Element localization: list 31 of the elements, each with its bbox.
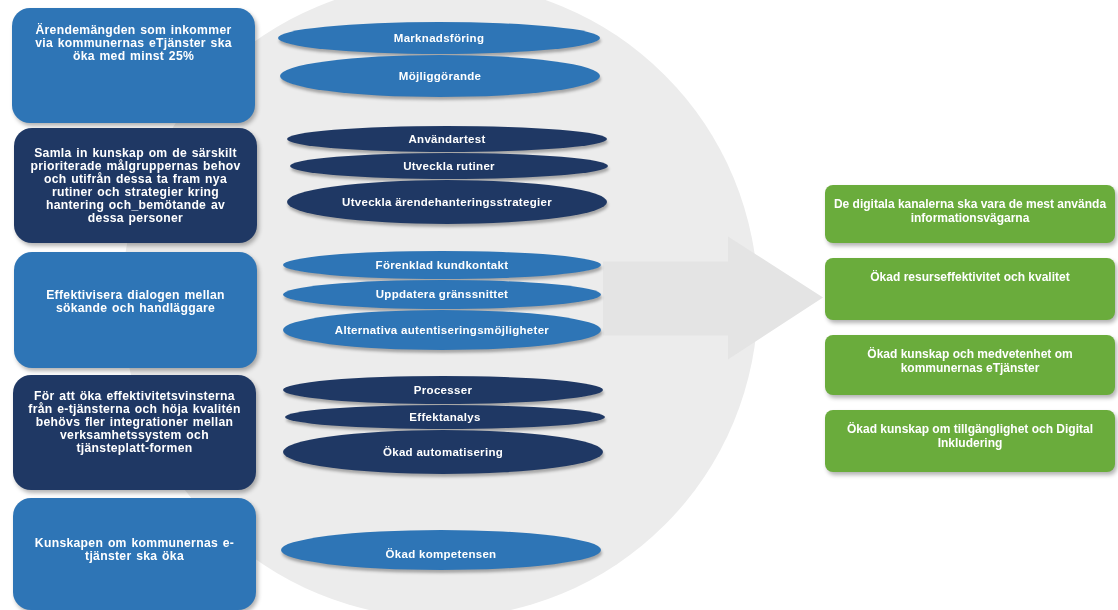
goal-card bbox=[14, 252, 257, 368]
activity-text: Ökad kompetensen bbox=[385, 547, 497, 561]
result-text: De digitala kanalerna ska vara de mest använda informationsvägarna bbox=[832, 197, 1108, 225]
result-text: Ökad kunskap om tillgänglighet och Digital Inkludering bbox=[846, 422, 1094, 450]
activity-text: Förenklad kundkontakt bbox=[375, 258, 509, 272]
activity-text: Effektanalys bbox=[409, 410, 481, 424]
activity-text: Ökad automatisering bbox=[382, 445, 504, 459]
goal-text: Effektivisera dialogen mellan sökande och handläggare bbox=[45, 289, 226, 315]
activity-text: Användartest bbox=[408, 132, 486, 146]
goal-card bbox=[13, 498, 256, 610]
activity-text: Utveckla rutiner bbox=[403, 159, 495, 173]
result-card bbox=[825, 410, 1115, 472]
activity-text: Alternativa autentiseringsmöjligheter bbox=[334, 323, 550, 337]
goal-text: Samla in kunskap om de särskilt prioriterade målgruppernas behov och utifrån dessa ta fram nya rutiner och strategier kring hantering och_bemötande av dessa personer bbox=[29, 146, 242, 225]
goal-text: För att öka effektivitetsvinsterna från e-tjänsterna och höja kvalitén behövs fler integrationer mellan verksamhetssystem och tjänsteplatt-formen bbox=[27, 390, 242, 455]
activity-text: Möjliggörande bbox=[398, 69, 482, 83]
goal-text: Ärendemängden som inkommer via kommunernas eTjänster ska öka med minst 25% bbox=[34, 24, 233, 63]
result-card bbox=[825, 335, 1115, 395]
result-text: Ökad resurseffektivitet och kvalitet bbox=[870, 270, 1070, 284]
goal-card bbox=[14, 128, 257, 243]
block-arrow bbox=[603, 236, 823, 360]
activity-text: Utveckla ärendehanteringsstrategier bbox=[342, 195, 552, 209]
result-card bbox=[825, 185, 1115, 243]
activity-text: Processer bbox=[413, 383, 473, 397]
goal-text: Kunskapen om kommunernas e-tjänster ska öka bbox=[33, 537, 236, 563]
activity-text: Uppdatera gränssnittet bbox=[375, 288, 509, 301]
result-text: Ökad kunskap och medvetenhet om kommunernas eTjänster bbox=[866, 347, 1074, 375]
goal-card bbox=[13, 375, 256, 490]
activity-text: Marknadsföring bbox=[393, 31, 485, 45]
goal-card bbox=[12, 8, 255, 123]
result-card bbox=[825, 258, 1115, 320]
